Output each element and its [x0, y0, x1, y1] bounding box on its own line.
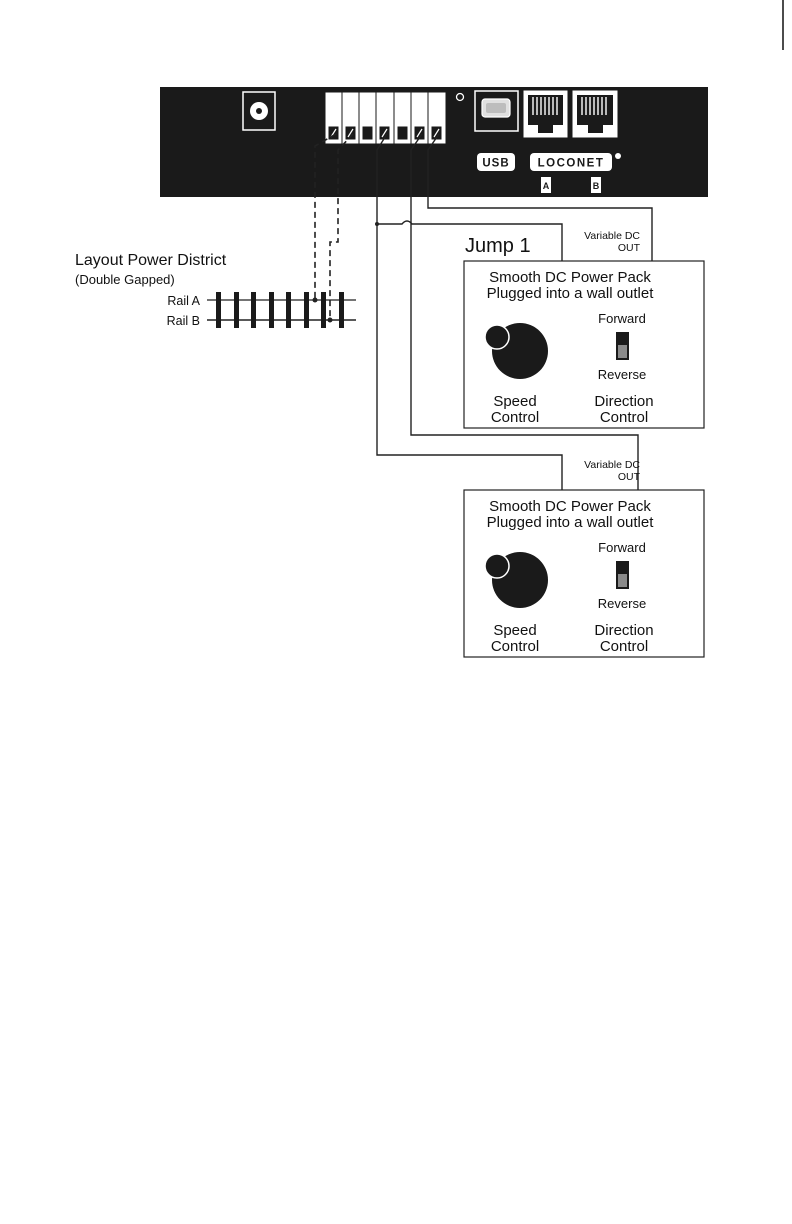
pp1-direction-switch: [616, 332, 629, 360]
tie: [269, 292, 274, 328]
pp2-reverse-label: Reverse: [598, 596, 646, 611]
tie: [339, 292, 344, 328]
pp1-forward-label: Forward: [598, 311, 646, 326]
pp1-reverse-label: Reverse: [598, 367, 646, 382]
terminal-3: [362, 126, 373, 140]
tie: [251, 292, 256, 328]
port-a-label: A: [543, 181, 550, 191]
pp2-direction-line2: Control: [600, 638, 648, 655]
power-pack-2: Variable DC OUT Smooth DC Power Pack Plu…: [464, 459, 704, 657]
pp2-output-line1: Variable DC: [584, 459, 640, 471]
pp2-title-line2: Plugged into a wall outlet: [487, 514, 655, 531]
loconet-port-a: [523, 90, 568, 138]
pp2-speed-line2: Control: [491, 638, 539, 655]
tie: [216, 292, 221, 328]
layout-subtitle: (Double Gapped): [75, 272, 175, 287]
tie: [286, 292, 291, 328]
port-b-label: B: [593, 181, 600, 191]
pp1-title-line2: Plugged into a wall outlet: [487, 285, 655, 302]
pp2-speed-line1: Speed: [493, 622, 536, 639]
pp2-direction-switch: [616, 561, 629, 589]
pp1-output-line1: Variable DC: [584, 230, 640, 242]
pp1-direction-line2: Control: [600, 409, 648, 426]
layout-title: Layout Power District: [75, 252, 227, 269]
port-a-tag: A: [541, 177, 551, 193]
tie: [304, 292, 309, 328]
usb-label: USB: [482, 158, 509, 170]
loconet-label: LOCONET: [538, 158, 605, 170]
loconet-port-b: [572, 90, 618, 138]
layout-power-district: Layout Power District (Double Gapped) Ra…: [75, 252, 356, 328]
loconet-label-badge: LOCONET: [530, 153, 612, 171]
pp1-output-line2: OUT: [618, 242, 641, 254]
pp1-title-line1: Smooth DC Power Pack: [489, 269, 651, 286]
pp2-forward-label: Forward: [598, 540, 646, 555]
power-jack: [243, 92, 275, 130]
usb-label-badge: USB: [477, 153, 515, 171]
pp1-direction-line1: Direction: [594, 393, 653, 410]
rail-a-label: Rail A: [167, 294, 200, 308]
pp1-speed-line1: Speed: [493, 393, 536, 410]
rail-b-label: Rail B: [167, 314, 200, 328]
pp2-direction-line1: Direction: [594, 622, 653, 639]
tie: [234, 292, 239, 328]
tie: [321, 292, 326, 328]
terminal-5: [397, 126, 408, 140]
pp2-output-line2: OUT: [618, 471, 641, 483]
track-section: [207, 292, 356, 328]
port-b-tag: B: [591, 177, 601, 193]
loconet-led: [615, 153, 621, 159]
usb-port: [475, 91, 518, 131]
pp2-title-line1: Smooth DC Power Pack: [489, 498, 651, 515]
pp1-speed-line2: Control: [491, 409, 539, 426]
power-pack-1: Variable DC OUT Smooth DC Power Pack Plu…: [464, 230, 704, 428]
jump-label: Jump 1: [465, 235, 531, 257]
